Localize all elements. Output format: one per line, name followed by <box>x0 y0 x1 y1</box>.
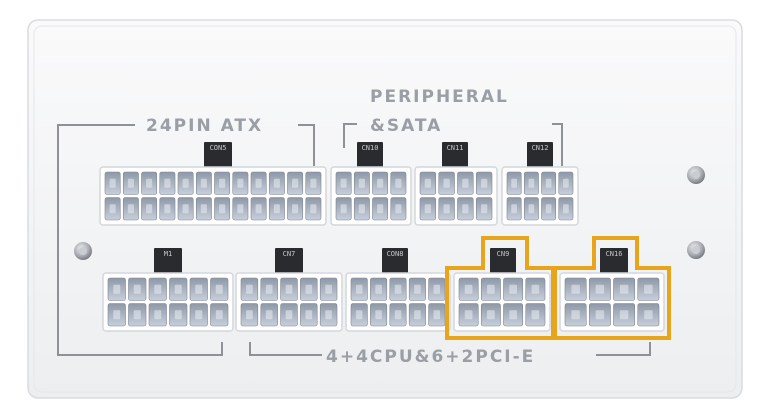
connector-tab-label: CN11 <box>447 144 464 152</box>
connector-cpu-3: CON8 <box>345 248 451 332</box>
screw-icon <box>687 241 705 259</box>
connector-tab-label: CN16 <box>606 250 623 258</box>
connector-latch <box>600 248 628 275</box>
label-peripheral: PERIPHERAL <box>370 87 509 107</box>
connector-latch <box>154 248 182 275</box>
connector-tab-label: CON8 <box>387 250 404 258</box>
connector-cpu-2: CN7 <box>235 248 343 332</box>
label-24pin-atx: 24PIN ATX <box>146 116 263 136</box>
connector-latch <box>527 142 553 169</box>
connector-peripheral-3: CN12 <box>501 142 579 226</box>
connector-tab-label: CN10 <box>362 144 379 152</box>
connector-tab-label: CN9 <box>497 250 510 258</box>
connector-tab-label: CON5 <box>210 144 227 152</box>
connector-pcie-1: CN9 <box>453 248 551 332</box>
connector-latch <box>382 248 408 275</box>
connector-tab-label: CN12 <box>532 144 549 152</box>
connector-latch <box>357 142 383 169</box>
label-sata: &SATA <box>370 116 442 136</box>
connector-latch <box>490 248 516 275</box>
connector-peripheral-1: CN10 <box>330 142 412 226</box>
screw-icon <box>687 166 705 184</box>
connector-latch <box>204 142 232 169</box>
label-cpu-pcie: 4+4CPU&6+2PCI-E <box>326 347 535 367</box>
connector-cpu-1: M1 <box>102 248 234 332</box>
connector-latch <box>442 142 468 169</box>
connector-tab-label: M1 <box>164 250 172 258</box>
connector-peripheral-2: CN11 <box>414 142 498 226</box>
connector-pcie-2: CN16 <box>559 248 665 332</box>
bracket-lines <box>57 123 651 356</box>
highlight-outline <box>445 236 671 340</box>
connector-latch <box>275 248 303 275</box>
connector-24pin-atx: CON5 <box>99 142 327 226</box>
screw-icon <box>74 242 92 260</box>
connector-tab-label: CN7 <box>283 250 296 258</box>
